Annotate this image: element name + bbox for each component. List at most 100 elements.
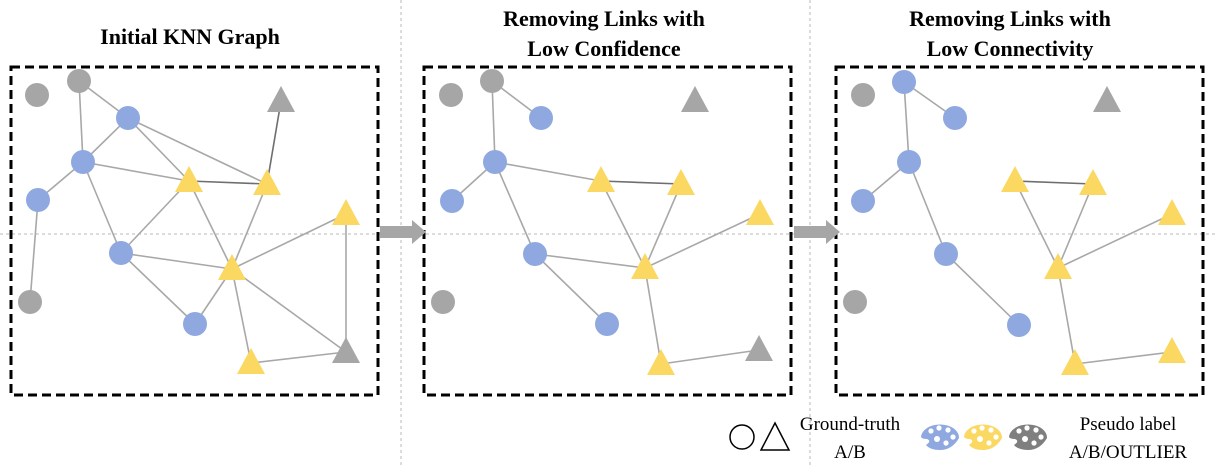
graph-edge-b4-y1	[120, 180, 190, 254]
panel-3-title-line-2: Low Connectivity	[927, 36, 1094, 61]
node-yellow-triangle	[746, 199, 774, 225]
panel-3-frame	[834, 65, 1205, 397]
graph-edge-y5-y6	[1074, 351, 1173, 365]
node-yellow-triangle	[253, 169, 281, 195]
graph-edge-y5-t2	[660, 349, 760, 365]
node-gray-circle	[67, 69, 91, 93]
graph-edge-y1-y2	[600, 180, 682, 185]
graph-edge-y2-t1	[266, 100, 282, 185]
node-blue-circle	[183, 312, 207, 336]
graph-edge-y3-y4	[1057, 213, 1173, 269]
node-gray-triangle	[745, 335, 773, 361]
palette-blue-icon	[921, 424, 960, 450]
node-gray-circle	[431, 290, 455, 314]
panel-1-graph	[18, 69, 360, 374]
graph-edge-b3-g3	[29, 199, 39, 303]
node-blue-circle	[26, 188, 50, 212]
node-gray-triangle	[681, 86, 709, 112]
node-yellow-triangle	[647, 349, 675, 375]
node-gray-triangle	[332, 337, 360, 363]
graph-edge-b4-y4	[120, 252, 233, 270]
node-blue-circle	[116, 106, 140, 130]
graph-edge-y5-t2	[250, 351, 347, 364]
graph-edge-b2-y1	[82, 161, 190, 182]
graph-edge-b2-b4	[82, 161, 122, 254]
graph-edge-b4-y4	[534, 253, 646, 269]
legend-ground-truth-label: Ground-truth	[800, 414, 901, 435]
node-gray-circle	[18, 290, 42, 314]
node-blue-circle	[483, 150, 507, 174]
graph-edge-b1-y2	[127, 117, 268, 185]
graph-edge-y1-y2	[188, 180, 268, 185]
node-yellow-triangle	[218, 254, 246, 280]
graph-edge-y4-y5	[231, 268, 252, 364]
palette-yellow-icon	[964, 424, 1003, 450]
legend-ground-truth-classes: A/B	[834, 442, 866, 463]
node-blue-circle	[851, 189, 875, 213]
graph-edge-y2-y4	[644, 183, 682, 269]
graph-edge-y1-y4	[1014, 180, 1059, 269]
graph-edge-y1-y4	[188, 180, 233, 270]
arrow-right-1	[380, 220, 426, 244]
legend-circle-icon	[729, 424, 755, 450]
panel-1-title: Initial KNN Graph	[100, 24, 280, 49]
node-gray-circle	[25, 83, 49, 107]
node-gray-triangle	[1093, 86, 1121, 112]
panel-2-title-line-1: Removing Links with	[503, 6, 705, 31]
arrow-right-2	[794, 220, 840, 244]
node-blue-circle	[934, 242, 958, 266]
panel-2-title-line-2: Low Confidence	[527, 36, 681, 61]
node-yellow-triangle	[1158, 337, 1186, 363]
panel-1-frame	[9, 65, 380, 397]
graph-edge-b4-b5	[534, 253, 608, 325]
graph-edge-b2-b4	[494, 161, 536, 255]
node-yellow-triangle	[631, 253, 659, 279]
node-blue-circle	[523, 242, 547, 266]
node-gray-circle	[851, 83, 875, 107]
node-blue-circle	[440, 189, 464, 213]
node-blue-circle	[595, 312, 619, 336]
legend-triangle-icon	[759, 421, 791, 451]
graph-edge-y2-y4	[1057, 183, 1094, 269]
node-blue-circle	[71, 150, 95, 174]
node-blue-circle	[109, 241, 133, 265]
graph-edge-y1-y2	[1014, 180, 1094, 185]
panel-3-graph	[843, 70, 1186, 375]
graph-edge-y3-y4	[231, 213, 347, 270]
node-blue-circle	[897, 150, 921, 174]
graph-edge-b6-b2	[903, 81, 910, 163]
graph-edge-y3-y4	[644, 213, 761, 269]
graph-edge-b4-b5	[945, 253, 1020, 326]
node-yellow-triangle	[1079, 169, 1107, 195]
graph-edge-y4-y5	[644, 267, 662, 365]
graph-edge-b2-b4	[908, 161, 947, 255]
node-gray-triangle	[267, 86, 295, 112]
node-gray-circle	[480, 69, 504, 93]
node-yellow-triangle	[667, 169, 695, 195]
node-blue-circle	[892, 70, 916, 94]
node-yellow-triangle	[1044, 253, 1072, 279]
graph-edge-g2-b2	[491, 80, 496, 163]
graph-edge-y4-t2	[231, 268, 347, 353]
node-yellow-triangle	[587, 166, 615, 192]
node-yellow-triangle	[1158, 199, 1186, 225]
node-yellow-triangle	[175, 166, 203, 192]
node-yellow-triangle	[1001, 166, 1029, 192]
graph-edge-b1-y1	[127, 117, 190, 182]
legend: Ground-truth A/B Pseudo label A/B/OUTLIE…	[729, 414, 1188, 463]
node-blue-circle	[1007, 313, 1031, 337]
panel-2-frame	[422, 65, 793, 397]
node-blue-circle	[943, 106, 967, 130]
graph-edge-g2-b2	[78, 80, 84, 163]
node-yellow-triangle	[1061, 349, 1089, 375]
graph-edge-b4-b5	[120, 252, 196, 325]
graph-edge-y2-y4	[231, 183, 268, 270]
legend-pseudo-label: Pseudo label	[1080, 414, 1177, 435]
graph-edge-b2-y1	[494, 161, 602, 182]
panel-3-title-line-1: Removing Links with	[909, 6, 1111, 31]
legend-pseudo-classes: A/B/OUTLIER	[1069, 442, 1188, 463]
palette-gray-icon	[1009, 424, 1048, 450]
node-blue-circle	[529, 106, 553, 130]
panel-2-graph	[431, 69, 774, 375]
